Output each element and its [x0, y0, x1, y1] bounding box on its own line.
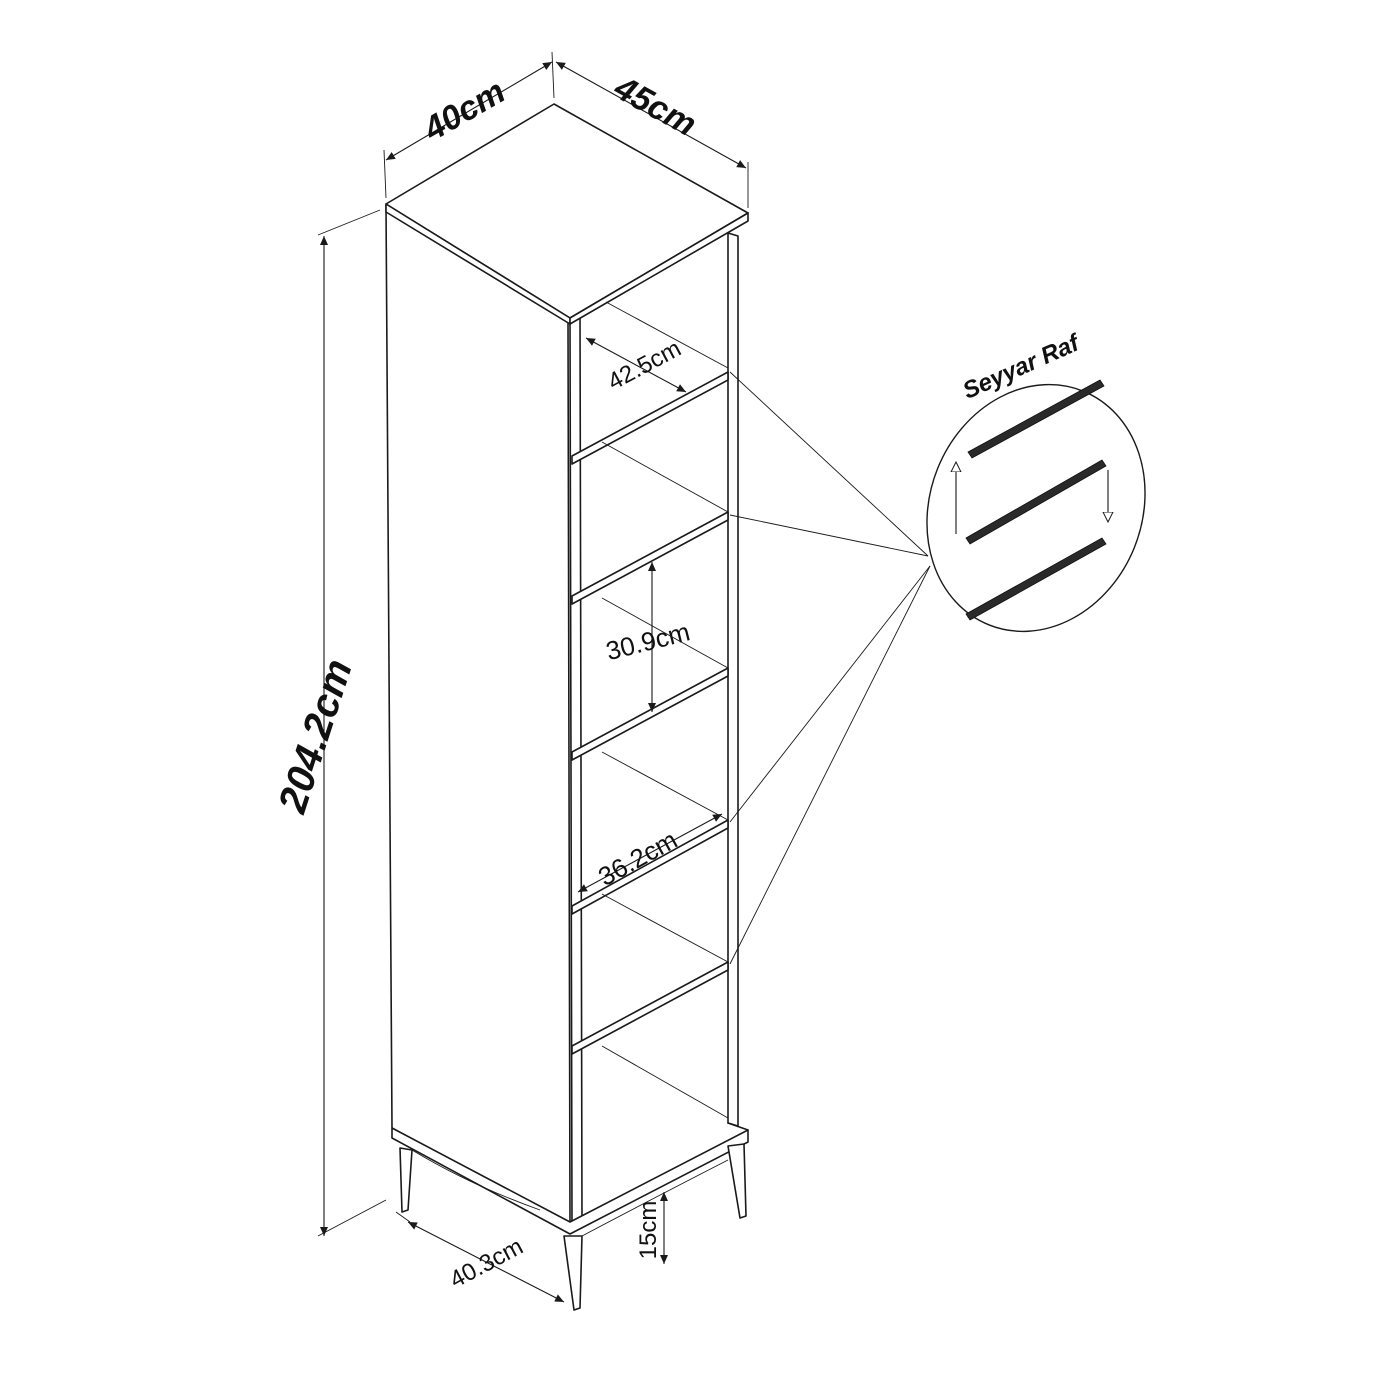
detail-circle — [926, 383, 1146, 633]
leg — [399, 1147, 413, 1213]
dim-label-top-depth: 45cm — [607, 68, 702, 144]
detail-shelf — [965, 459, 1107, 545]
adjustable-shelf-detail: Seyyar Raf — [926, 329, 1146, 633]
cabinet — [385, 103, 749, 1311]
dim-label-shelf-width: 42.5cm — [603, 335, 685, 396]
leg — [563, 1235, 583, 1311]
callout-lines — [729, 371, 931, 965]
shelf — [571, 961, 729, 1055]
shelf — [571, 511, 729, 605]
shelf — [571, 371, 729, 465]
cabinet-top-side-edge — [569, 212, 749, 325]
legs — [399, 1143, 747, 1311]
cabinet-back-edge — [727, 232, 739, 1127]
dimension-lines — [317, 51, 749, 1303]
dim-label-height: 204.2cm — [270, 654, 361, 819]
shelves — [571, 371, 729, 1119]
dim-label-base-width: 40.3cm — [445, 1233, 527, 1294]
leg — [727, 1143, 747, 1219]
cabinet-base — [391, 1127, 749, 1235]
detail-shelf — [965, 537, 1107, 621]
detail-shelf — [967, 379, 1105, 459]
cabinet-side-panel — [385, 204, 571, 1229]
shelf — [571, 667, 729, 761]
dim-label-leg-height: 15cm — [635, 1201, 662, 1260]
